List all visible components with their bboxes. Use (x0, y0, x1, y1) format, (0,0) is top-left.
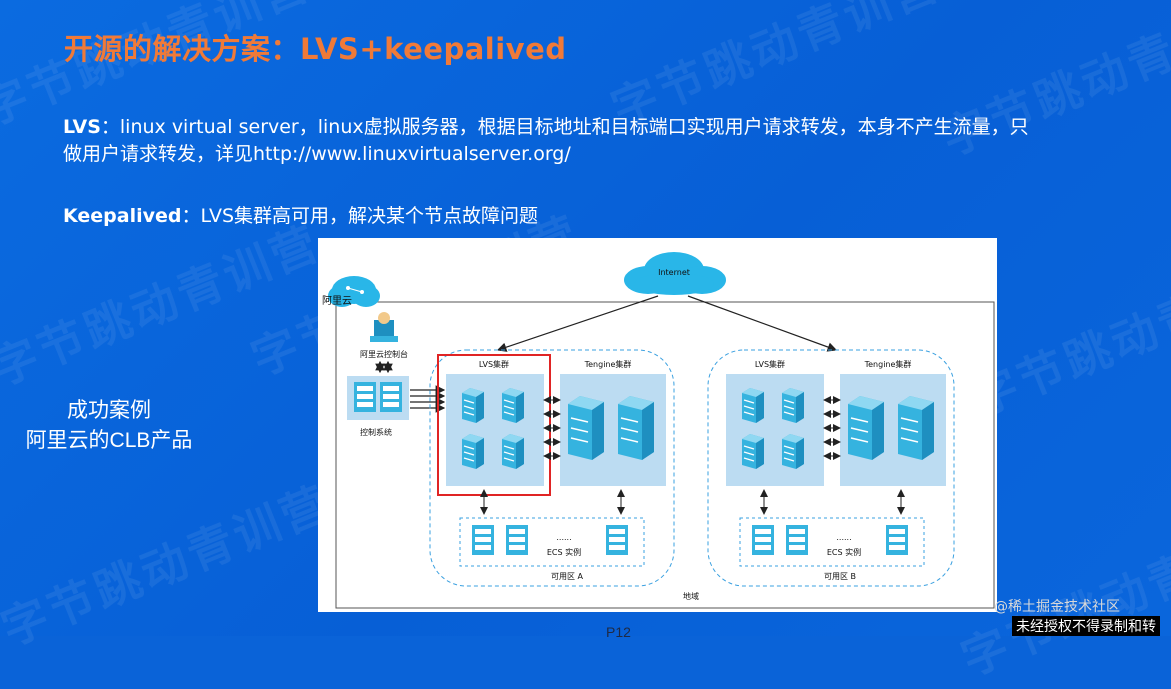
zone-b-tengine-label: Tengine集群 (864, 359, 912, 369)
architecture-diagram: 阿里云 Internet 阿里云控制台 控制系统 可用区 A LVS集群 Ten… (318, 238, 997, 612)
tengine-server-icon (617, 395, 655, 461)
zone-a-tengine-label: Tengine集群 (584, 359, 632, 369)
tengine-server-icon (847, 395, 885, 461)
tengine-server-icon (567, 395, 605, 461)
lvs-server-icon (501, 433, 525, 470)
ecs-server-icon (786, 525, 808, 555)
zone-a-ellipsis: ...... (556, 533, 571, 542)
zone-a-ecs-group (459, 517, 645, 567)
zone-a-lvs-label: LVS集群 (479, 359, 509, 369)
region-label: 地域 (683, 591, 699, 601)
zone-a-box (429, 349, 675, 587)
lvs-server-icon (781, 433, 805, 470)
internet-cloud-icon (624, 252, 726, 295)
community-badge: @稀土掘金技术社区 (994, 599, 1120, 615)
zone-a-label: 可用区 A (551, 572, 584, 581)
lvs-server-icon (461, 433, 485, 470)
ecs-server-icon (472, 525, 494, 555)
aliyun-label: 阿里云 (322, 295, 352, 307)
aliyun-cloud-icon (328, 276, 380, 307)
zone-b-lvs-cluster (726, 374, 824, 486)
lvs-server-icon (741, 387, 765, 424)
zone-b-ecs-label: ECS 实例 (827, 547, 861, 557)
lvs-text-line1: ：linux virtual server，linux虚拟服务器，根据目标地址和… (100, 116, 1029, 138)
ecs-server-icon (886, 525, 908, 555)
lvs-paragraph: LVS：linux virtual server，linux虚拟服务器，根据目标… (63, 114, 1171, 168)
zone-b-box (707, 349, 955, 587)
lvs-server-icon (781, 387, 805, 424)
zone-b-ellipsis: ...... (836, 533, 851, 542)
control-server-icon (354, 382, 376, 412)
zone-a-lvs-cluster (446, 374, 544, 486)
console-user-icon (370, 312, 398, 342)
ecs-server-icon (506, 525, 528, 555)
zone-b-ecs-group (739, 517, 925, 567)
control-system-label: 控制系统 (360, 427, 392, 437)
control-server-icon (380, 382, 402, 412)
success-case-label: 成功案例 阿里云的CLB产品 (0, 396, 218, 456)
lvs-text-line2: 做用户请求转发，详见http://www.linuxvirtualserver.… (63, 143, 571, 165)
lvs-server-icon (501, 387, 525, 424)
lvs-server-icon (461, 387, 485, 424)
keepalived-label: Keepalived (63, 205, 182, 227)
region-box (335, 301, 995, 609)
zone-b-lvs-label: LVS集群 (755, 359, 785, 369)
lvs-server-icon (741, 433, 765, 470)
ecs-server-icon (606, 525, 628, 555)
copyright-notice: 未经授权不得录制和转 (1012, 616, 1160, 636)
console-label: 阿里云控制台 (360, 349, 408, 359)
zone-b-label: 可用区 B (824, 572, 856, 581)
ecs-server-icon (752, 525, 774, 555)
success-case-title: 成功案例 (67, 399, 151, 422)
tengine-server-icon (897, 395, 935, 461)
keepalived-text: ：LVS集群高可用，解决某个节点故障问题 (181, 205, 539, 227)
success-case-product: 阿里云的CLB产品 (25, 429, 193, 452)
slide-title: 开源的解决方案：LVS+keepalived (64, 32, 567, 66)
lvs-label: LVS (63, 116, 101, 138)
zone-a-ecs-label: ECS 实例 (547, 547, 581, 557)
page-number: P12 (606, 624, 631, 640)
keepalived-paragraph: Keepalived：LVS集群高可用，解决某个节点故障问题 (63, 203, 1171, 230)
internet-label: Internet (658, 268, 690, 277)
